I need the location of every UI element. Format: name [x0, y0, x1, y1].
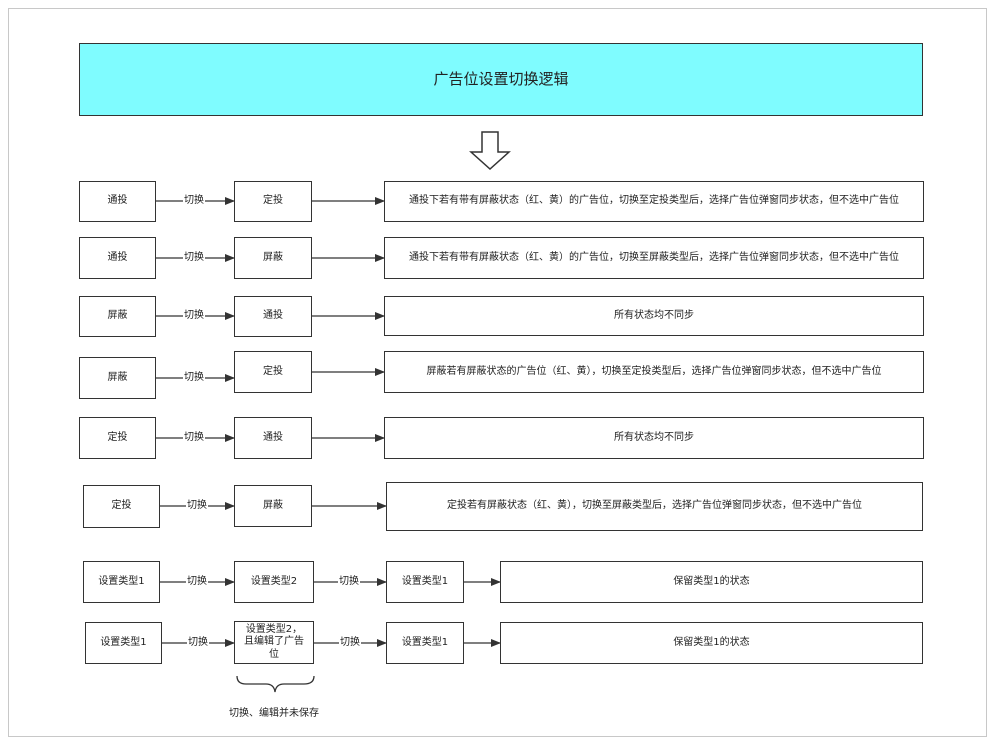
switch-label: 切换 — [183, 252, 205, 264]
row7-result-box: 保留类型1的状态 — [500, 561, 923, 603]
switch-label: 切换 — [187, 637, 209, 649]
row5-from-box: 定投 — [79, 417, 156, 459]
row8-mid-box: 设置类型2，且编辑了广告位 — [234, 621, 314, 664]
row3-to-box: 通投 — [234, 296, 312, 337]
switch-label: 切换 — [183, 310, 205, 322]
row1-result-box: 通投下若有带有屏蔽状态（红、黄）的广告位，切换至定投类型后，选择广告位弹窗同步状… — [384, 181, 924, 222]
switch-label: 切换 — [183, 432, 205, 444]
row7-mid-box: 设置类型2 — [234, 561, 314, 603]
brace-note: 切换、编辑并未保存 — [229, 708, 319, 719]
row6-result-box: 定投若有屏蔽状态（红、黄），切换至屏蔽类型后，选择广告位弹窗同步状态，但不选中广… — [386, 482, 923, 531]
row4-from-box: 屏蔽 — [79, 357, 156, 399]
row2-result-box: 通投下若有带有屏蔽状态（红、黄）的广告位，切换至屏蔽类型后，选择广告位弹窗同步状… — [384, 237, 924, 279]
row7-to-box: 设置类型1 — [386, 561, 464, 603]
switch-label: 切换 — [338, 576, 360, 588]
switch-label: 切换 — [186, 576, 208, 588]
switch-label: 切换 — [183, 372, 205, 384]
row6-from-box: 定投 — [83, 485, 160, 528]
row4-to-box: 定投 — [234, 351, 312, 393]
switch-label: 切换 — [339, 637, 361, 649]
row2-from-box: 通投 — [79, 237, 156, 279]
row8-to-box: 设置类型1 — [386, 622, 464, 664]
row1-to-box: 定投 — [234, 181, 312, 222]
row5-result-box: 所有状态均不同步 — [384, 417, 924, 459]
row8-result-box: 保留类型1的状态 — [500, 622, 923, 664]
row5-to-box: 通投 — [234, 417, 312, 459]
diagram-title: 广告位设置切换逻辑 — [79, 43, 923, 116]
row6-to-box: 屏蔽 — [234, 485, 312, 527]
row2-to-box: 屏蔽 — [234, 237, 312, 279]
row4-result-box: 屏蔽若有屏蔽状态的广告位（红、黄），切换至定投类型后，选择广告位弹窗同步状态，但… — [384, 351, 924, 393]
row7-from-box: 设置类型1 — [83, 561, 160, 603]
row3-result-box: 所有状态均不同步 — [384, 296, 924, 336]
down-arrow-icon — [469, 131, 511, 171]
row8-from-box: 设置类型1 — [85, 622, 162, 664]
switch-label: 切换 — [186, 500, 208, 512]
row1-from-box: 通投 — [79, 181, 156, 222]
row3-from-box: 屏蔽 — [79, 296, 156, 337]
switch-label: 切换 — [183, 195, 205, 207]
curly-brace-icon — [236, 675, 315, 693]
